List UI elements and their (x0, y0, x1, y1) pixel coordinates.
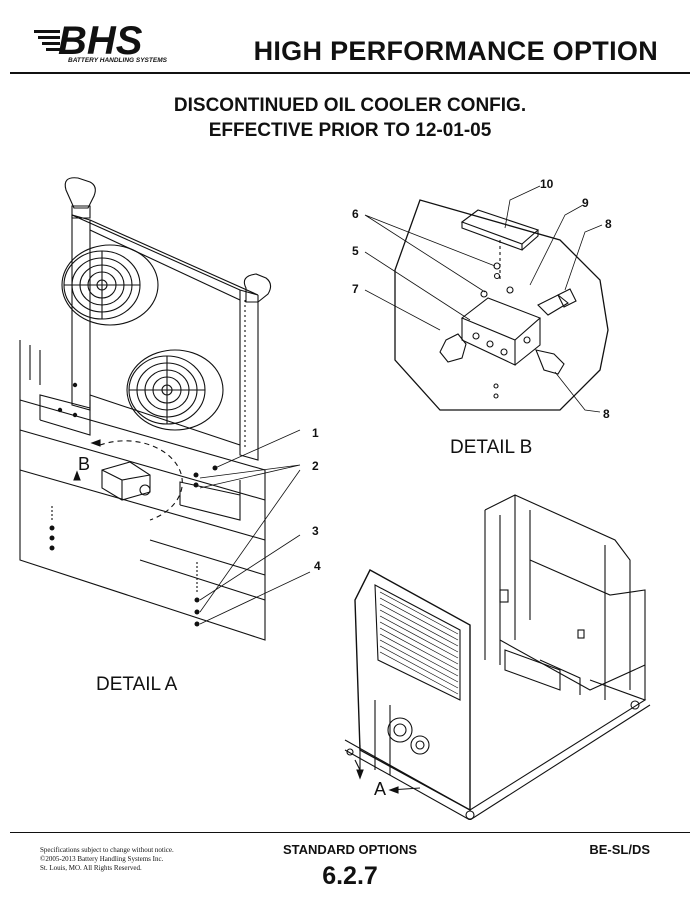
part-callout-2: 2 (312, 459, 319, 473)
fan-lower (126, 349, 224, 431)
detail-b-label: DETAIL B (450, 437, 532, 458)
page-number: 6.2.7 (322, 862, 378, 890)
footer-divider (10, 832, 690, 833)
part-callout-6: 6 (352, 207, 359, 221)
detail-a-hardware (49, 382, 218, 627)
fan-upper (61, 244, 159, 326)
part-callout-9: 9 (582, 196, 589, 210)
part-callout-10: 10 (540, 177, 554, 191)
exploded-parts-drawing: 1 2 3 4 B DETAIL A 10 9 (19, 177, 651, 820)
part-callout-8-bottom: 8 (603, 407, 610, 421)
subtitle-line-1: DISCONTINUED OIL COOLER CONFIG. (173, 95, 527, 116)
header-divider (10, 72, 690, 74)
part-callout-8-top: 8 (605, 217, 612, 231)
bhs-logo: BHS BATTERY HANDLING SYSTEMS (34, 19, 168, 64)
logo-speed-stripes (34, 30, 60, 51)
copyright-line-2: ©2005-2013 Battery Handling Systems Inc. (40, 855, 164, 863)
callout-b-letter: B (78, 454, 90, 474)
logo-tagline: BATTERY HANDLING SYSTEMS (68, 57, 168, 64)
part-callout-7: 7 (352, 282, 359, 296)
logo-wordmark: BHS (58, 19, 143, 63)
detail-b-illustration (364, 185, 609, 413)
detail-a-callouts: 1 2 3 4 (312, 426, 321, 573)
charger-unit-illustration (344, 494, 651, 820)
page-title: HIGH PERFORMANCE OPTION (253, 36, 658, 66)
front-grille (379, 591, 459, 695)
detail-a-label: DETAIL A (96, 674, 178, 695)
copyright-line-3: St. Louis, MO. All Rights Reserved. (40, 864, 142, 872)
footer-section-name: STANDARD OPTIONS (282, 842, 418, 857)
part-callout-5: 5 (352, 244, 359, 258)
subtitle-line-2: EFFECTIVE PRIOR TO 12-01-05 (208, 120, 492, 141)
part-callout-1: 1 (312, 426, 319, 440)
callout-a-letter: A (374, 779, 386, 799)
document-code: BE-SL/DS (589, 842, 650, 857)
detail-a-illustration (19, 177, 311, 641)
detail-b-callouts: 10 9 8 6 5 7 8 (352, 177, 612, 421)
part-callout-3: 3 (312, 524, 319, 538)
part-callout-4: 4 (314, 559, 321, 573)
copyright-line-1: Specifications subject to change without… (40, 846, 174, 854)
